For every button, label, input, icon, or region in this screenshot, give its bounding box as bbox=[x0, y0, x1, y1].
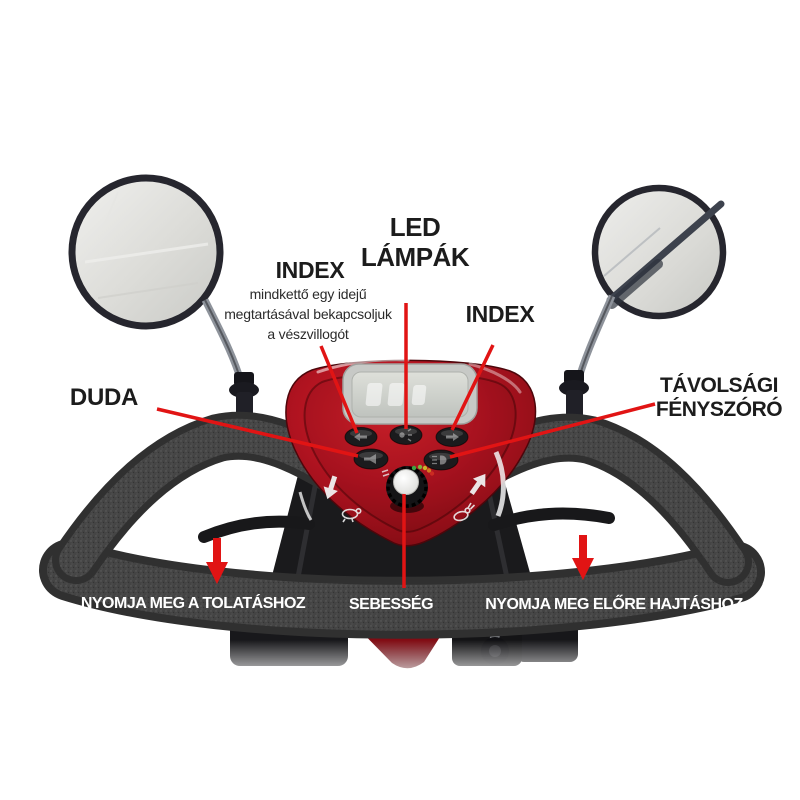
forward-lever bbox=[488, 507, 615, 531]
horn-icon bbox=[364, 454, 376, 464]
index-right-label: INDEX bbox=[465, 301, 535, 327]
fast-direction-arrow-icon bbox=[469, 473, 486, 496]
speed-dial-knob bbox=[386, 466, 428, 513]
led-lamps-icon bbox=[399, 428, 412, 442]
led-lamps-button bbox=[389, 425, 423, 445]
horn-pointer-line bbox=[156, 407, 359, 458]
horn-button bbox=[353, 448, 389, 470]
annotation-lines bbox=[156, 303, 656, 588]
turn-left-icon bbox=[354, 433, 367, 441]
high-beam-label: TÁVOLSÁGI FÉNYSZÓRÓ bbox=[634, 374, 800, 422]
turn-right-icon bbox=[446, 433, 459, 441]
reverse-lever bbox=[198, 515, 315, 543]
horn-label: DUDA bbox=[69, 384, 139, 411]
led-lamps-label: LED LÁMPÁK bbox=[335, 212, 495, 272]
down-arrow-icon bbox=[572, 535, 594, 580]
photo-fade bbox=[0, 640, 800, 710]
lcd-display bbox=[342, 363, 478, 425]
high-beam-label-line2: FÉNYSZÓRÓ bbox=[655, 398, 783, 421]
index-left-label: INDEX bbox=[275, 257, 345, 283]
index-right-pointer-line bbox=[450, 344, 495, 431]
speed-label: SEBESSÉG bbox=[348, 596, 434, 613]
rabbit-icon bbox=[453, 502, 476, 522]
indicator-left-button bbox=[344, 427, 378, 447]
high-beam-icon bbox=[432, 455, 447, 465]
high-beam-pointer-line bbox=[449, 402, 656, 459]
indicator-right-button bbox=[435, 427, 469, 447]
led-lamps-label-line1: LED bbox=[389, 212, 441, 242]
index-left-note-line3: a vészvillogót bbox=[267, 326, 349, 342]
handlebar bbox=[39, 411, 765, 639]
index-left-note-line1: mindkettő egy idejű bbox=[249, 286, 367, 302]
index-left-note: mindkettő egy idejű megtartásával bekapc… bbox=[208, 284, 408, 344]
speed-gauge-arc bbox=[381, 464, 435, 477]
control-console bbox=[285, 358, 537, 547]
led-lamps-label-line2: LÁMPÁK bbox=[360, 242, 470, 272]
down-arrow-icon bbox=[206, 538, 228, 584]
high-beam-button bbox=[423, 449, 459, 471]
turtle-icon bbox=[341, 507, 362, 523]
slow-direction-arrow-icon bbox=[323, 475, 338, 500]
reverse-hint-label: NYOMJA MEG A TOLATÁSHOZ bbox=[80, 595, 306, 612]
right-mirror bbox=[591, 184, 727, 320]
high-beam-label-line1: TÁVOLSÁGI bbox=[659, 374, 779, 397]
forward-hint-label: NYOMJA MEG ELŐRE HAJTÁSHOZ bbox=[485, 596, 743, 613]
index-left-pointer-line bbox=[319, 345, 359, 434]
left-mirror bbox=[68, 174, 224, 330]
index-left-note-line2: megtartásával bekapcsoljuk bbox=[224, 306, 392, 322]
